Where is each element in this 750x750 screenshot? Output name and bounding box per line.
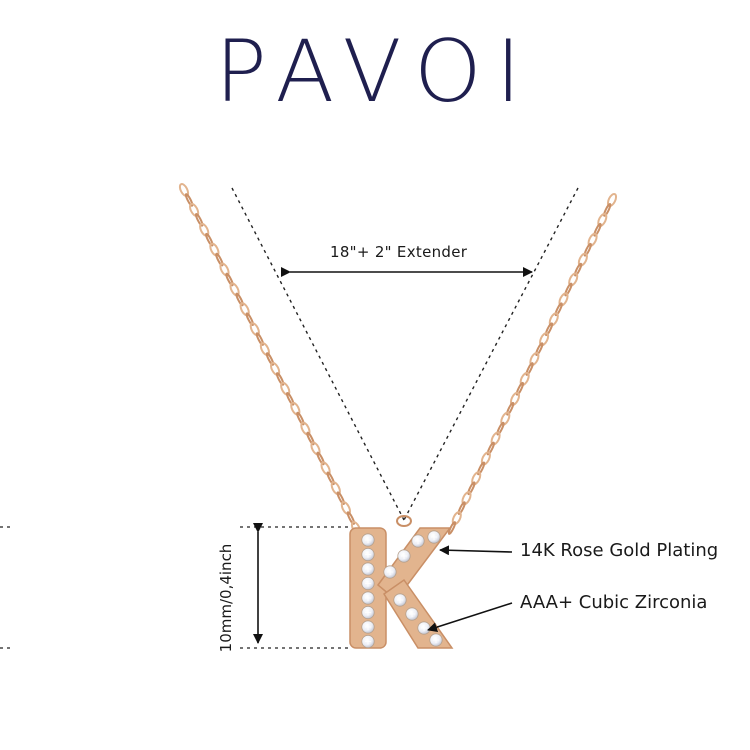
- cz-sparkle: [365, 638, 371, 645]
- cubic-zirconia-stones: [361, 530, 443, 649]
- chain-link: [245, 312, 255, 327]
- cz-sparkle: [409, 611, 415, 617]
- chain-link: [336, 491, 346, 506]
- left-chain: [178, 183, 362, 535]
- chain-link: [205, 232, 214, 247]
- chain-link: [554, 302, 563, 317]
- chain-link: [603, 203, 612, 217]
- cz-sparkle: [433, 637, 439, 643]
- zirconia-label: AAA+ Cubic Zirconia: [520, 592, 708, 613]
- right-chain: [447, 192, 618, 535]
- plating-label: 14K Rose Gold Plating: [520, 540, 719, 561]
- chain-link: [476, 461, 486, 476]
- chain-link: [573, 262, 583, 277]
- chain-link: [506, 401, 515, 416]
- brand-logo: PAVOI: [214, 22, 536, 122]
- cz-sparkle: [365, 537, 371, 543]
- chain-link: [184, 193, 194, 207]
- cz-sparkle: [365, 580, 371, 587]
- chain-link: [285, 391, 295, 406]
- chain-link: [306, 431, 315, 446]
- chain-link: [346, 511, 356, 525]
- chain-link: [326, 471, 335, 486]
- cz-sparkle: [415, 538, 421, 544]
- chain-link: [593, 222, 602, 237]
- cz-sparkle: [365, 609, 371, 616]
- chain-link: [583, 242, 592, 257]
- cz-sparkle: [421, 625, 427, 631]
- chain-link: [564, 282, 573, 297]
- chain-link: [515, 381, 525, 396]
- zirconia-callout-arrow: [427, 602, 513, 633]
- chain-length-label: 18"+ 2" Extender: [330, 243, 468, 261]
- chain-link: [296, 411, 305, 426]
- chain-link: [496, 421, 505, 436]
- chain-link: [225, 272, 234, 287]
- pendant-height-guide: [0, 523, 352, 649]
- chain-link: [525, 362, 534, 376]
- chain-link: [316, 451, 325, 466]
- chain-link: [255, 332, 265, 346]
- cz-sparkle: [365, 624, 371, 630]
- cz-sparkle: [365, 551, 371, 558]
- chain-link: [535, 342, 544, 356]
- chain-link: [486, 441, 495, 456]
- cz-sparkle: [397, 597, 403, 603]
- chain-link: [544, 322, 554, 337]
- pendant-height-label: 10mm/0,4inch: [217, 543, 235, 653]
- chain-link: [275, 372, 285, 386]
- chain-length-guide: [231, 187, 579, 521]
- chain-link: [467, 481, 476, 496]
- chain-link: [265, 352, 275, 366]
- cz-sparkle: [387, 569, 393, 575]
- cz-sparkle: [431, 534, 437, 540]
- cz-sparkle: [365, 566, 371, 572]
- chain-link: [235, 292, 244, 307]
- letter-k-pendant: [349, 515, 454, 649]
- chain-link: [457, 501, 466, 515]
- chain-link: [194, 212, 204, 227]
- cz-sparkle: [365, 595, 371, 601]
- plating-callout-arrow: [439, 545, 513, 556]
- cz-sparkle: [401, 553, 407, 559]
- chain-link: [215, 252, 224, 267]
